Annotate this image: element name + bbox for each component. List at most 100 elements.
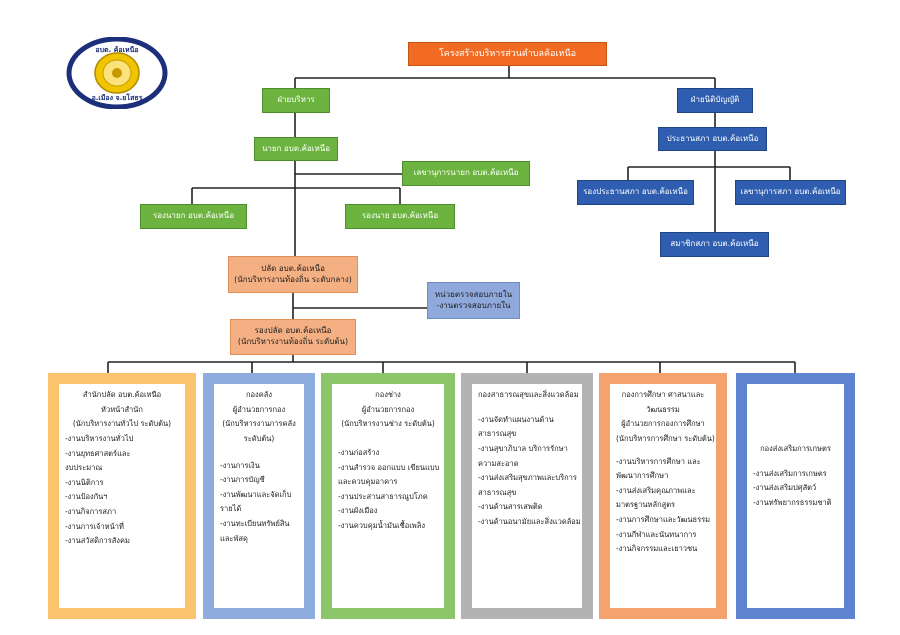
department-item: มาตรฐานหลักสูตร [616, 500, 676, 510]
department-item: -งานการบัญชี [220, 475, 265, 485]
department-item: -งานกีฬาและนันทนาการ [616, 529, 697, 539]
department-item: -งานกิจกรรมและเยาวชน [616, 544, 698, 554]
deputy-palad-box: รองปลัด อบต.ค้อเหนือ (นักบริหารงานท้องถิ… [230, 319, 356, 355]
org-title-text: โครงสร้างบริหารส่วนตำบลค้อเหนือ [438, 48, 577, 59]
department-item: ความสะอาด [478, 458, 519, 468]
department-item: -งานด้านอนามัยและสิ่งแวดล้อม [478, 517, 581, 526]
department-item: -งานการศึกษาและวัฒนธรรม [616, 515, 711, 524]
council-vice-chair-box: รองประธานสภา อบต.ค้อเหนือ [577, 180, 694, 205]
department-item: สาธารณสุข [478, 429, 517, 439]
department-header: กองช่าง [375, 390, 401, 399]
department-item: -งานด้านสารเสพติด [478, 502, 543, 512]
department-content: สำนักปลัด อบต.ค้อเหนือ หัวหน้าสำนัก (นัก… [59, 384, 185, 608]
department-item: -งานส่งเสริมคุณภาพและ [616, 485, 696, 495]
council-chair-box: ประธานสภา อบต.ค้อเหนือ [658, 127, 767, 151]
department-item: -งานประสานสาธารณูปโภค [338, 491, 428, 501]
department-header: ผู้อำนวยการกองการศึกษา [621, 419, 705, 429]
palad-level: (นักบริหารงานท้องถิ่น ระดับกลาง) [234, 274, 352, 284]
palad-box: ปลัด อบต.ค้อเหนือ (นักบริหารงานท้องถิ่น … [228, 256, 358, 293]
department-engineering: กองช่าง ผู้อำนวยการกอง (นักบริหารงานช่าง… [321, 373, 455, 619]
department-item: -งานส่งเสริมสุขภาพและบริการ [478, 473, 577, 483]
internal-audit-item: -งานตรวจสอบภายใน [436, 300, 511, 310]
mayor-box: นายก อบต.ค้อเหนือ [254, 137, 338, 161]
internal-audit-title: หน่วยตรวจสอบภายใน [434, 289, 513, 299]
department-agriculture: กองส่งเสริมการเกษตร -งานส่งเสริมการเกษตร… [736, 373, 855, 619]
mayor-text: นายก อบต.ค้อเหนือ [261, 143, 331, 153]
department-header: กองสาธารณสุขและสิ่งแวดล้อม [478, 390, 579, 399]
department-item: -งานยุทธศาสตร์และ [65, 448, 131, 458]
department-education: กองการศึกษา ศาสนาและ วัฒนธรรม ผู้อำนวยกา… [599, 373, 727, 619]
department-item: -งานบริหารงานทั่วไป [65, 433, 134, 443]
department-item: -งานการเงิน [220, 460, 260, 470]
department-item: -งานควบคุมน้ำมันเชื้อเพลิง [338, 521, 425, 530]
department-content: กองสาธารณสุขและสิ่งแวดล้อม -งานจัดทำแผนง… [472, 384, 582, 608]
department-office-of-palad: สำนักปลัด อบต.ค้อเหนือ หัวหน้าสำนัก (นัก… [48, 373, 196, 619]
department-content: กองคลัง ผู้อำนวยการกอง (นักบริหารงานการค… [214, 384, 304, 608]
department-item: -งานส่งเสริมการเกษตร [753, 468, 827, 478]
internal-audit-box: หน่วยตรวจสอบภายใน -งานตรวจสอบภายใน [427, 282, 520, 319]
department-item: -งานบริหารการศึกษา และ [616, 456, 701, 466]
department-header: (นักบริหารงานช่าง ระดับต้น) [341, 419, 435, 429]
department-item: -งานพัฒนาและจัดเก็บ [220, 489, 292, 499]
department-item: -งานทะเบียนทรัพย์สิน [220, 519, 290, 528]
org-title: โครงสร้างบริหารส่วนตำบลค้อเหนือ [408, 42, 607, 66]
deputy-mayor-1-text: รองนายก อบต.ค้อเหนือ [152, 211, 235, 221]
palad-title: ปลัด อบต.ค้อเหนือ [261, 263, 325, 273]
department-item: สาธารณสุข [478, 487, 517, 497]
exec-header: ฝ่ายบริหาร [262, 88, 330, 113]
department-finance: กองคลัง ผู้อำนวยการกอง (นักบริหารงานการค… [203, 373, 315, 619]
department-item: -งานทรัพยากรธรรมชาติ [753, 497, 832, 507]
mayor-secretary-box: เลขานุการนายก อบต.ค้อเหนือ [402, 161, 530, 186]
department-item: และพัสดุ [220, 533, 248, 543]
department-content: กองส่งเสริมการเกษตร -งานส่งเสริมการเกษตร… [747, 384, 844, 608]
department-content: กองการศึกษา ศาสนาและ วัฒนธรรม ผู้อำนวยกา… [610, 384, 716, 608]
department-header: กองคลัง [246, 390, 272, 399]
department-header: (นักบริหารงานการคลัง [222, 419, 296, 429]
department-item: -งานนิติการ [65, 477, 104, 487]
deputy-palad-title: รองปลัด อบต.ค้อเหนือ [254, 326, 332, 336]
department-item: -งานส่งเสริมปศุสัตว์ [753, 483, 817, 493]
department-header: กองการศึกษา ศาสนาและ [621, 390, 705, 399]
mayor-secretary-text: เลขานุการนายก อบต.ค้อเหนือ [413, 168, 519, 178]
department-header: สำนักปลัด อบต.ค้อเหนือ [82, 390, 162, 399]
department-item: -งานการเจ้าหน้าที่ [65, 521, 124, 531]
department-header: วัฒนธรรม [646, 404, 680, 414]
department-header: ผู้อำนวยการกอง [232, 404, 286, 414]
department-item: พัฒนาการศึกษา [616, 471, 669, 481]
department-item: -งานกิจการสภา [65, 507, 117, 516]
department-item: -งานก่อสร้าง [338, 447, 380, 457]
deputy-palad-level: (นักบริหารงานท้องถิ่น ระดับต้น) [237, 337, 349, 346]
department-item: และควบคุมอาคาร [338, 477, 398, 487]
council-members-box: สมาชิกสภา อบต.ค้อเหนือ [660, 232, 769, 257]
department-item: รายได้ [220, 504, 242, 514]
legislative-header: ฝ่ายนิติบัญญัติ [677, 88, 753, 113]
department-item: -งานสวัสดิการสังคม [65, 536, 130, 546]
logo-seal: อบต. ค้อเหนือ อ.เมือง จ.ยโสธร [66, 36, 168, 110]
deputy-mayor-2-text: รองนาย อบต.ค้อเหนือ [361, 211, 439, 221]
department-header: กองส่งเสริมการเกษตร [760, 444, 831, 453]
council-vice-chair-text: รองประธานสภา อบต.ค้อเหนือ [583, 187, 688, 197]
council-members-text: สมาชิกสภา อบต.ค้อเหนือ [670, 239, 759, 249]
council-chair-text: ประธานสภา อบต.ค้อเหนือ [666, 133, 759, 143]
department-header: หัวหน้าสำนัก [101, 404, 143, 414]
legislative-header-text: ฝ่ายนิติบัญญัติ [690, 95, 740, 105]
council-secretary-box: เลขานุการสภา อบต.ค้อเหนือ [735, 180, 846, 205]
department-header: ผู้อำนวยการกอง [361, 404, 415, 414]
department-item: -งานผังเมือง [338, 506, 378, 516]
deputy-mayor-1-box: รองนายก อบต.ค้อเหนือ [140, 204, 247, 229]
exec-header-text: ฝ่ายบริหาร [277, 95, 315, 105]
department-content: กองช่าง ผู้อำนวยการกอง (นักบริหารงานช่าง… [332, 384, 444, 608]
department-item: -งานจัดทำแผนงานด้าน [478, 414, 554, 424]
department-header: (นักบริหารการศึกษา ระดับต้น) [616, 433, 715, 443]
department-header: ระดับต้น) [243, 433, 275, 443]
department-public-health: กองสาธารณสุขและสิ่งแวดล้อม -งานจัดทำแผนง… [461, 373, 593, 619]
deputy-mayor-2-box: รองนาย อบต.ค้อเหนือ [345, 204, 455, 229]
department-item: -งานป้องกันฯ [65, 492, 108, 502]
council-secretary-text: เลขานุการสภา อบต.ค้อเหนือ [740, 187, 841, 197]
logo-bottom-text: อ.เมือง จ.ยโสธร [91, 94, 143, 102]
department-item: -งานสุขาภิบาล บริการรักษา [478, 443, 568, 453]
department-item: -งานสำรวจ ออกแบบ เขียนแบบ [338, 462, 440, 472]
department-item: งบประมาณ [65, 463, 103, 473]
department-header: (นักบริหารงานทั่วไป ระดับต้น) [72, 419, 172, 429]
